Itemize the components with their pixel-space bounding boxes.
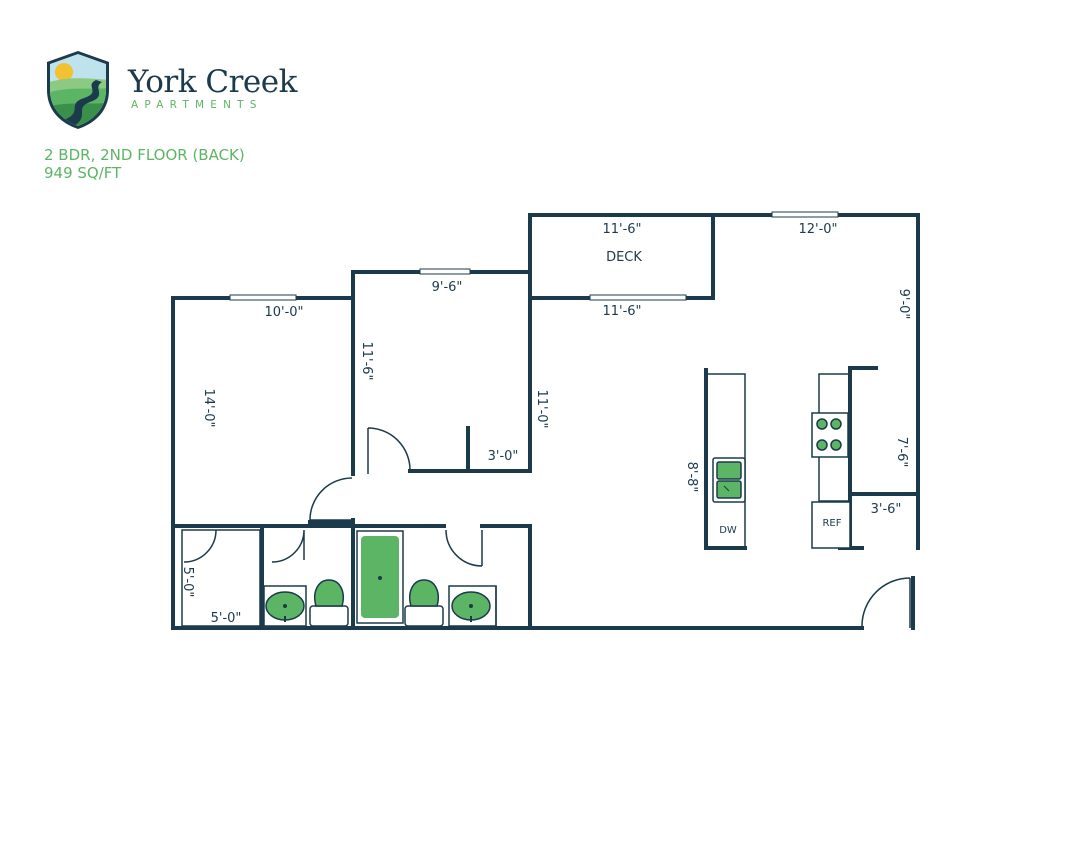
brand-subtitle: APARTMENTS bbox=[131, 99, 263, 111]
dishwasher-label: DW bbox=[719, 525, 737, 536]
dim-pantry-width: 3'-6" bbox=[871, 502, 902, 517]
toilet-1 bbox=[309, 579, 349, 627]
dim-closet2-width: 3'-0" bbox=[488, 449, 519, 464]
windows bbox=[229, 211, 839, 301]
unit-type: 2 BDR, 2ND FLOOR (BACK) bbox=[44, 146, 245, 164]
walls bbox=[171, 213, 920, 630]
bath-sink-1 bbox=[265, 591, 305, 622]
bathtub bbox=[356, 530, 404, 624]
kitchen-sink bbox=[712, 457, 746, 503]
dim-bedroom2-depth: 11'-6" bbox=[359, 341, 374, 380]
toilet-2 bbox=[404, 579, 444, 627]
dim-kitchen-island: 8'-8" bbox=[684, 462, 699, 493]
york-creek-logo bbox=[47, 51, 109, 129]
dim-deck-width-top: 11'-6" bbox=[602, 222, 641, 237]
bath-sink-2 bbox=[451, 591, 491, 622]
dim-bedroom1-depth: 14'-0" bbox=[201, 388, 216, 427]
dim-closet1-depth: 5'-0" bbox=[180, 567, 195, 598]
dim-bedroom2-width: 9'-6" bbox=[432, 280, 463, 295]
dim-hall-depth: 11'-0" bbox=[534, 389, 549, 428]
unit-size: 949 SQ/FT bbox=[44, 164, 122, 182]
dim-deck-width-bottom: 11'-6" bbox=[602, 304, 641, 319]
brand-name: York Creek bbox=[128, 64, 297, 100]
dim-bedroom1-width: 10'-0" bbox=[264, 305, 303, 320]
dim-living-width: 12'-0" bbox=[798, 222, 837, 237]
counter-lines bbox=[181, 373, 851, 628]
dim-living-depth: 9'-0" bbox=[896, 289, 911, 320]
dim-closet1-width: 5'-0" bbox=[211, 611, 242, 626]
stove bbox=[811, 412, 849, 458]
refrigerator-label: REF bbox=[822, 518, 841, 529]
deck-label: DECK bbox=[606, 250, 642, 265]
door-swings bbox=[183, 427, 911, 628]
dim-pantry-depth: 7'-6" bbox=[894, 437, 909, 468]
